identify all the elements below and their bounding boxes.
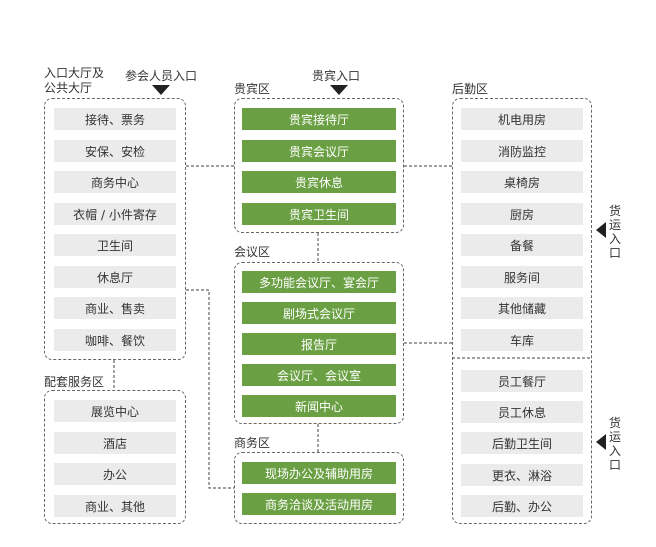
logistics-zone-title: 后勤区 xyxy=(452,82,489,96)
meeting-zone-item: 会议厅、会议室 xyxy=(242,364,396,386)
public-hall-item: 接待、票务 xyxy=(54,108,176,130)
cargo-entrance-2-arrow-icon xyxy=(596,434,606,450)
cargo-entrance-1-arrow-icon xyxy=(596,222,606,238)
business-zone: 现场办公及辅助用房 商务洽谈及活动用房 xyxy=(234,452,404,524)
support-zone-item: 酒店 xyxy=(54,432,176,454)
support-zone-item: 办公 xyxy=(54,463,176,485)
logistics-item: 厨房 xyxy=(461,203,583,225)
vip-zone-item: 贵宾会议厅 xyxy=(242,140,396,162)
vip-zone-item: 贵宾休息 xyxy=(242,171,396,193)
public-hall-item: 休息厅 xyxy=(54,266,176,288)
public-hall-title-line2: 公共大厅 xyxy=(44,81,93,95)
logistics-staff-item: 员工休息 xyxy=(461,401,583,423)
vip-entrance-label: 贵宾入口 xyxy=(312,69,361,83)
meeting-zone-item: 新闻中心 xyxy=(242,395,396,417)
vip-zone-title: 贵宾区 xyxy=(234,82,271,96)
public-hall-item: 衣帽 / 小件寄存 xyxy=(54,203,176,225)
logistics-item: 消防监控 xyxy=(461,140,583,162)
support-zone-item: 展览中心 xyxy=(54,400,176,422)
logistics-item: 车库 xyxy=(461,329,583,351)
support-zone-item: 商业、其他 xyxy=(54,495,176,517)
logistics-item: 其他储藏 xyxy=(461,297,583,319)
logistics-item: 桌椅房 xyxy=(461,171,583,193)
logistics-staff-item: 更衣、淋浴 xyxy=(461,464,583,486)
vip-zone: 贵宾接待厅 贵宾会议厅 贵宾休息 贵宾卫生间 xyxy=(234,98,404,233)
logistics-item: 服务间 xyxy=(461,266,583,288)
logistics-staff-item: 后勤、办公 xyxy=(461,495,583,517)
public-hall-title-line1: 入口大厅及 xyxy=(44,66,105,80)
public-hall-zone: 接待、票务 安保、安检 商务中心 衣帽 / 小件寄存 卫生间 休息厅 商业、售卖… xyxy=(44,98,186,360)
public-hall-item: 咖啡、餐饮 xyxy=(54,329,176,351)
public-hall-item: 商务中心 xyxy=(54,171,176,193)
business-zone-item: 现场办公及辅助用房 xyxy=(242,462,396,484)
vip-entrance-arrow-icon xyxy=(330,85,348,95)
public-hall-item: 安保、安检 xyxy=(54,140,176,162)
meeting-zone-title: 会议区 xyxy=(234,245,271,259)
meeting-zone-item: 报告厅 xyxy=(242,333,396,355)
logistics-zone: 机电用房 消防监控 桌椅房 厨房 备餐 服务间 其他储藏 车库 员工餐厅 员工休… xyxy=(452,98,592,524)
meeting-zone-item: 剧场式会议厅 xyxy=(242,302,396,324)
attendee-entrance-label: 参会人员入口 xyxy=(125,69,198,83)
attendee-entrance-arrow-icon xyxy=(152,85,170,95)
cargo-entrance-2-label: 货运入口 xyxy=(608,416,621,472)
meeting-zone-item: 多功能会议厅、宴会厅 xyxy=(242,271,396,293)
cargo-entrance-1-label: 货运入口 xyxy=(608,204,621,260)
business-zone-item: 商务洽谈及活动用房 xyxy=(242,493,396,515)
meeting-zone: 多功能会议厅、宴会厅 剧场式会议厅 报告厅 会议厅、会议室 新闻中心 xyxy=(234,262,404,424)
support-zone: 展览中心 酒店 办公 商业、其他 xyxy=(44,390,186,524)
logistics-item: 机电用房 xyxy=(461,108,583,130)
logistics-staff-item: 后勤卫生间 xyxy=(461,432,583,454)
public-hall-item: 卫生间 xyxy=(54,234,176,256)
support-zone-title: 配套服务区 xyxy=(44,375,105,389)
line-hall-to-business xyxy=(186,289,234,489)
public-hall-item: 商业、售卖 xyxy=(54,297,176,319)
logistics-staff-item: 员工餐厅 xyxy=(461,370,583,392)
vip-zone-item: 贵宾卫生间 xyxy=(242,203,396,225)
business-zone-title: 商务区 xyxy=(234,436,271,450)
logistics-item: 备餐 xyxy=(461,234,583,256)
vip-zone-item: 贵宾接待厅 xyxy=(242,108,396,130)
